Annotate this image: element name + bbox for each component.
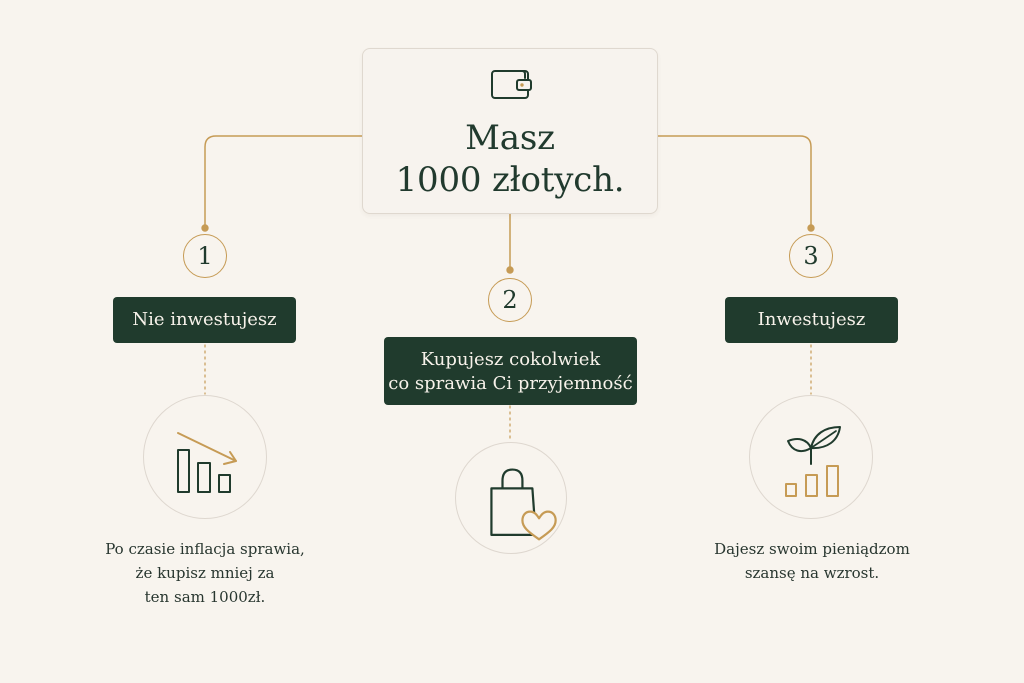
option-label-buying-anything-line-1: Kupujesz cokolwiek xyxy=(420,348,601,370)
main-title-line-2: 1000 złotych. xyxy=(395,160,625,200)
option-1-description-line-1: Po czasie inflacja sprawia, xyxy=(105,540,305,558)
connector-line-option-1 xyxy=(204,135,363,229)
connector-line-option-3 xyxy=(657,135,812,229)
option-1-description: Po czasie inflacja sprawia, że kupisz mn… xyxy=(100,537,310,609)
option-number-2: 2 xyxy=(488,278,532,322)
option-1-icon-circle xyxy=(143,395,267,519)
option-3-icon-circle xyxy=(749,395,873,519)
top-summary-card: Masz 1000 złotych. xyxy=(362,48,658,214)
option-number-3: 3 xyxy=(789,234,833,278)
connector-dot-option-2 xyxy=(506,266,514,274)
declining-bars-icon xyxy=(177,432,237,493)
option-2-icon-circle xyxy=(455,442,567,554)
main-title-line-1: Masz xyxy=(465,118,555,158)
option-1-description-line-3: ten sam 1000zł. xyxy=(144,588,266,606)
option-3-description-line-1: Dajesz swoim pieniądzom xyxy=(714,540,910,558)
option-3-description: Dajesz swoim pieniądzom szansę na wzrost… xyxy=(702,537,922,585)
option-1-description-line-2: że kupisz mniej za xyxy=(135,564,275,582)
connector-dot-option-3 xyxy=(807,224,815,232)
option-label-buying-anything-line-2: co sprawia Ci przyjemność xyxy=(388,372,633,394)
shopping-bag-heart-icon xyxy=(490,468,557,541)
option-number-1: 1 xyxy=(183,234,227,278)
main-title: Masz 1000 złotych. xyxy=(363,117,657,201)
wallet-icon xyxy=(491,70,532,99)
growing-plant-bars-icon xyxy=(785,426,841,497)
option-label-not-investing: Nie inwestujesz xyxy=(113,297,296,343)
option-label-investing: Inwestujesz xyxy=(725,297,898,343)
connector-dot-option-1 xyxy=(201,224,209,232)
option-3-description-line-2: szansę na wzrost. xyxy=(744,564,880,582)
option-label-buying-anything: Kupujesz cokolwiek co sprawia Ci przyjem… xyxy=(384,337,637,405)
